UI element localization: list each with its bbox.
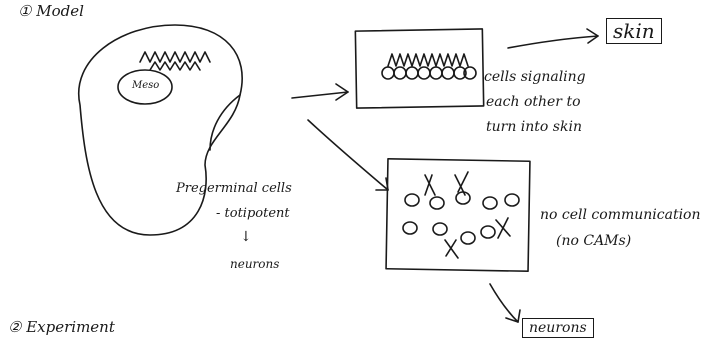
no-comm-box [385,157,531,273]
embryo-outline [77,24,243,236]
skin-label: skin [606,18,662,44]
embryo-squiggles-2 [149,61,201,71]
embryo-indent [209,94,241,151]
model-heading: ① Model [18,2,84,20]
signaling-caption-line-1: cells signaling [484,69,586,85]
signaling-caption-line-2: each other to [486,94,581,110]
nucleus-oval [117,69,173,105]
signaling-cells [381,53,477,80]
embryo-squiggles [139,51,211,63]
experiment-heading: ② Experiment [8,318,115,336]
arrow-to-signaling [291,91,349,99]
arrow-to-skin-head [586,28,599,44]
neurons-small-label: neurons [230,257,280,271]
arrow-to-signaling-head [335,83,349,101]
totipotent-label: - totipotent [216,206,290,221]
no-comm-caption-line-2: (no CAMs) [556,233,632,249]
signaling-caption-line-3: turn into skin [486,119,582,135]
arrow-to-skin [507,35,599,49]
neurons-boxed-label: neurons [522,318,594,338]
signaling-box [354,28,485,109]
arrow-to-neurons [489,283,519,323]
nucleus-label: Meso [132,80,160,91]
pregerminal-label: Pregerminal cells [176,181,292,196]
scattered-cells [402,171,520,259]
no-comm-caption-line-1: no cell communication [540,207,701,223]
down-arrow-icon: ↓ [240,229,252,245]
arrow-to-no-comm [307,119,389,191]
arrow-to-neurons-head [505,309,521,323]
